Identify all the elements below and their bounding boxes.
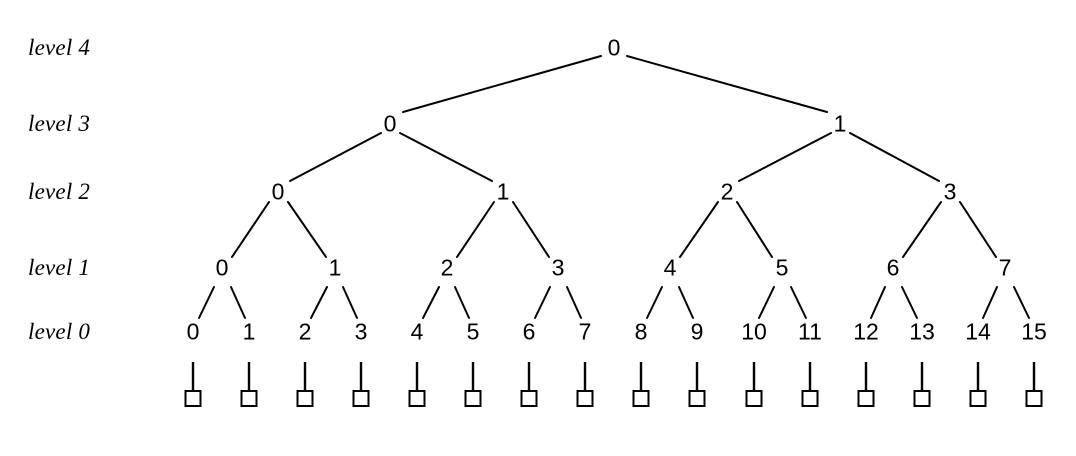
tree-edge: [310, 286, 328, 319]
tree-edge: [982, 286, 998, 319]
tree-node: 0: [383, 110, 397, 137]
tree-edge: [342, 286, 358, 319]
leaf-node: 1: [242, 318, 256, 345]
tree-edge: [512, 201, 550, 258]
tree-edge: [870, 286, 886, 319]
leaf-block: [913, 390, 931, 407]
leaf-block: [632, 390, 650, 407]
leaf-block: [240, 390, 258, 407]
leaf-node: 12: [853, 318, 879, 345]
tree-edge: [902, 201, 942, 258]
tree-edge: [736, 201, 773, 258]
tree-edge: [626, 55, 828, 113]
tree-node: 3: [551, 254, 565, 281]
leaf-node: 9: [690, 318, 704, 345]
level-label: level 4: [28, 35, 91, 60]
tree-node: 0: [607, 34, 621, 61]
leaf-node: 10: [741, 318, 767, 345]
leaf-node: 0: [186, 318, 200, 345]
tree-edge: [198, 286, 215, 319]
tree-node: 2: [440, 254, 454, 281]
tree-edge: [738, 132, 832, 182]
tree-edge: [758, 286, 775, 319]
tree-node: 3: [943, 178, 957, 205]
leaf-block: [1025, 390, 1043, 407]
level-label: level 3: [28, 111, 91, 136]
tree-edge: [454, 286, 470, 319]
leaf-block: [745, 390, 763, 407]
leaf-node: 3: [354, 318, 368, 345]
leaf-block: [464, 390, 482, 407]
leaf-node: 15: [1021, 318, 1047, 345]
tree-edge: [422, 286, 440, 319]
level-label: level 1: [28, 255, 91, 280]
tree-node: 4: [663, 254, 677, 281]
level-label: level 2: [28, 179, 91, 204]
tree-edge: [901, 286, 918, 319]
tree-edge: [849, 132, 940, 182]
tree-node: 1: [496, 178, 510, 205]
leaf-block: [296, 390, 314, 407]
leaf-block: [520, 390, 538, 407]
tree-edge: [456, 201, 495, 258]
tree-node: 0: [271, 178, 285, 205]
tree-edge: [959, 201, 997, 258]
tree-node: 5: [775, 254, 789, 281]
tree-edge: [1013, 286, 1030, 319]
leaf-block: [352, 390, 370, 407]
leaf-block: [969, 390, 987, 407]
tree-edge: [679, 201, 719, 258]
tree-edge: [646, 286, 663, 319]
leaf-node: 14: [965, 318, 991, 345]
leaf-node: 5: [466, 318, 480, 345]
leaf-node: 4: [410, 318, 424, 345]
tree-edge: [231, 201, 270, 258]
level-label: level 0: [28, 319, 91, 344]
tree-node: 1: [833, 110, 847, 137]
leaf-node: 6: [522, 318, 536, 345]
tree-edge: [287, 201, 327, 258]
tree-node: 1: [328, 254, 342, 281]
tree-node: 7: [998, 254, 1012, 281]
tree-edge: [534, 286, 551, 319]
leaf-block: [688, 390, 706, 407]
tree-node: 6: [886, 254, 900, 281]
leaf-block: [408, 390, 426, 407]
tree-edge: [402, 55, 602, 113]
tree-edge: [790, 286, 807, 319]
leaf-block: [801, 390, 819, 407]
leaf-node: 7: [578, 318, 592, 345]
leaf-node: 11: [798, 318, 822, 345]
tree-edge: [399, 132, 493, 182]
tree-node: 2: [720, 178, 734, 205]
leaf-block: [576, 390, 594, 407]
leaf-block: [857, 390, 875, 407]
tree-edge: [566, 286, 582, 319]
leaf-node: 2: [298, 318, 312, 345]
tree-edge: [289, 132, 382, 182]
leaf-node: 13: [909, 318, 935, 345]
tree-node: 0: [215, 254, 229, 281]
leaf-block: [184, 390, 202, 407]
tree-edge: [678, 286, 694, 319]
tree-edge: [230, 286, 246, 319]
leaf-node: 8: [634, 318, 648, 345]
